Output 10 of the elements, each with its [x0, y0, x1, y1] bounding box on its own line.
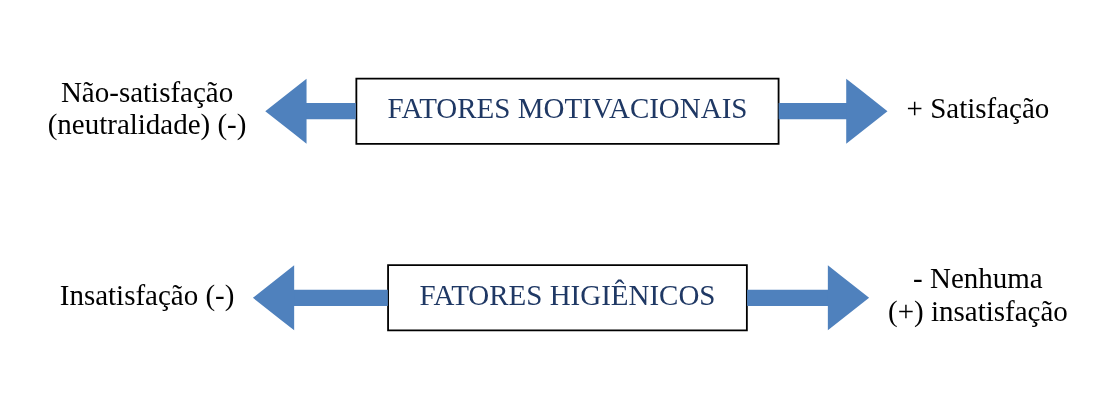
node-box: FATORES MOTIVACIONAIS: [355, 77, 780, 145]
node-text: Insatisfação (-): [59, 278, 235, 311]
arrow: [265, 78, 356, 144]
node-box: FATORES HIGIÊNICOS: [387, 264, 748, 332]
arrow: [778, 78, 888, 144]
node-text: Não-satisfação (neutralidade) (-): [47, 75, 247, 141]
node-text: - Nenhuma (+) insatisfação: [888, 262, 1068, 328]
node-text: + Satisfação: [906, 92, 1050, 125]
arrow: [747, 265, 870, 331]
arrow: [252, 265, 388, 331]
